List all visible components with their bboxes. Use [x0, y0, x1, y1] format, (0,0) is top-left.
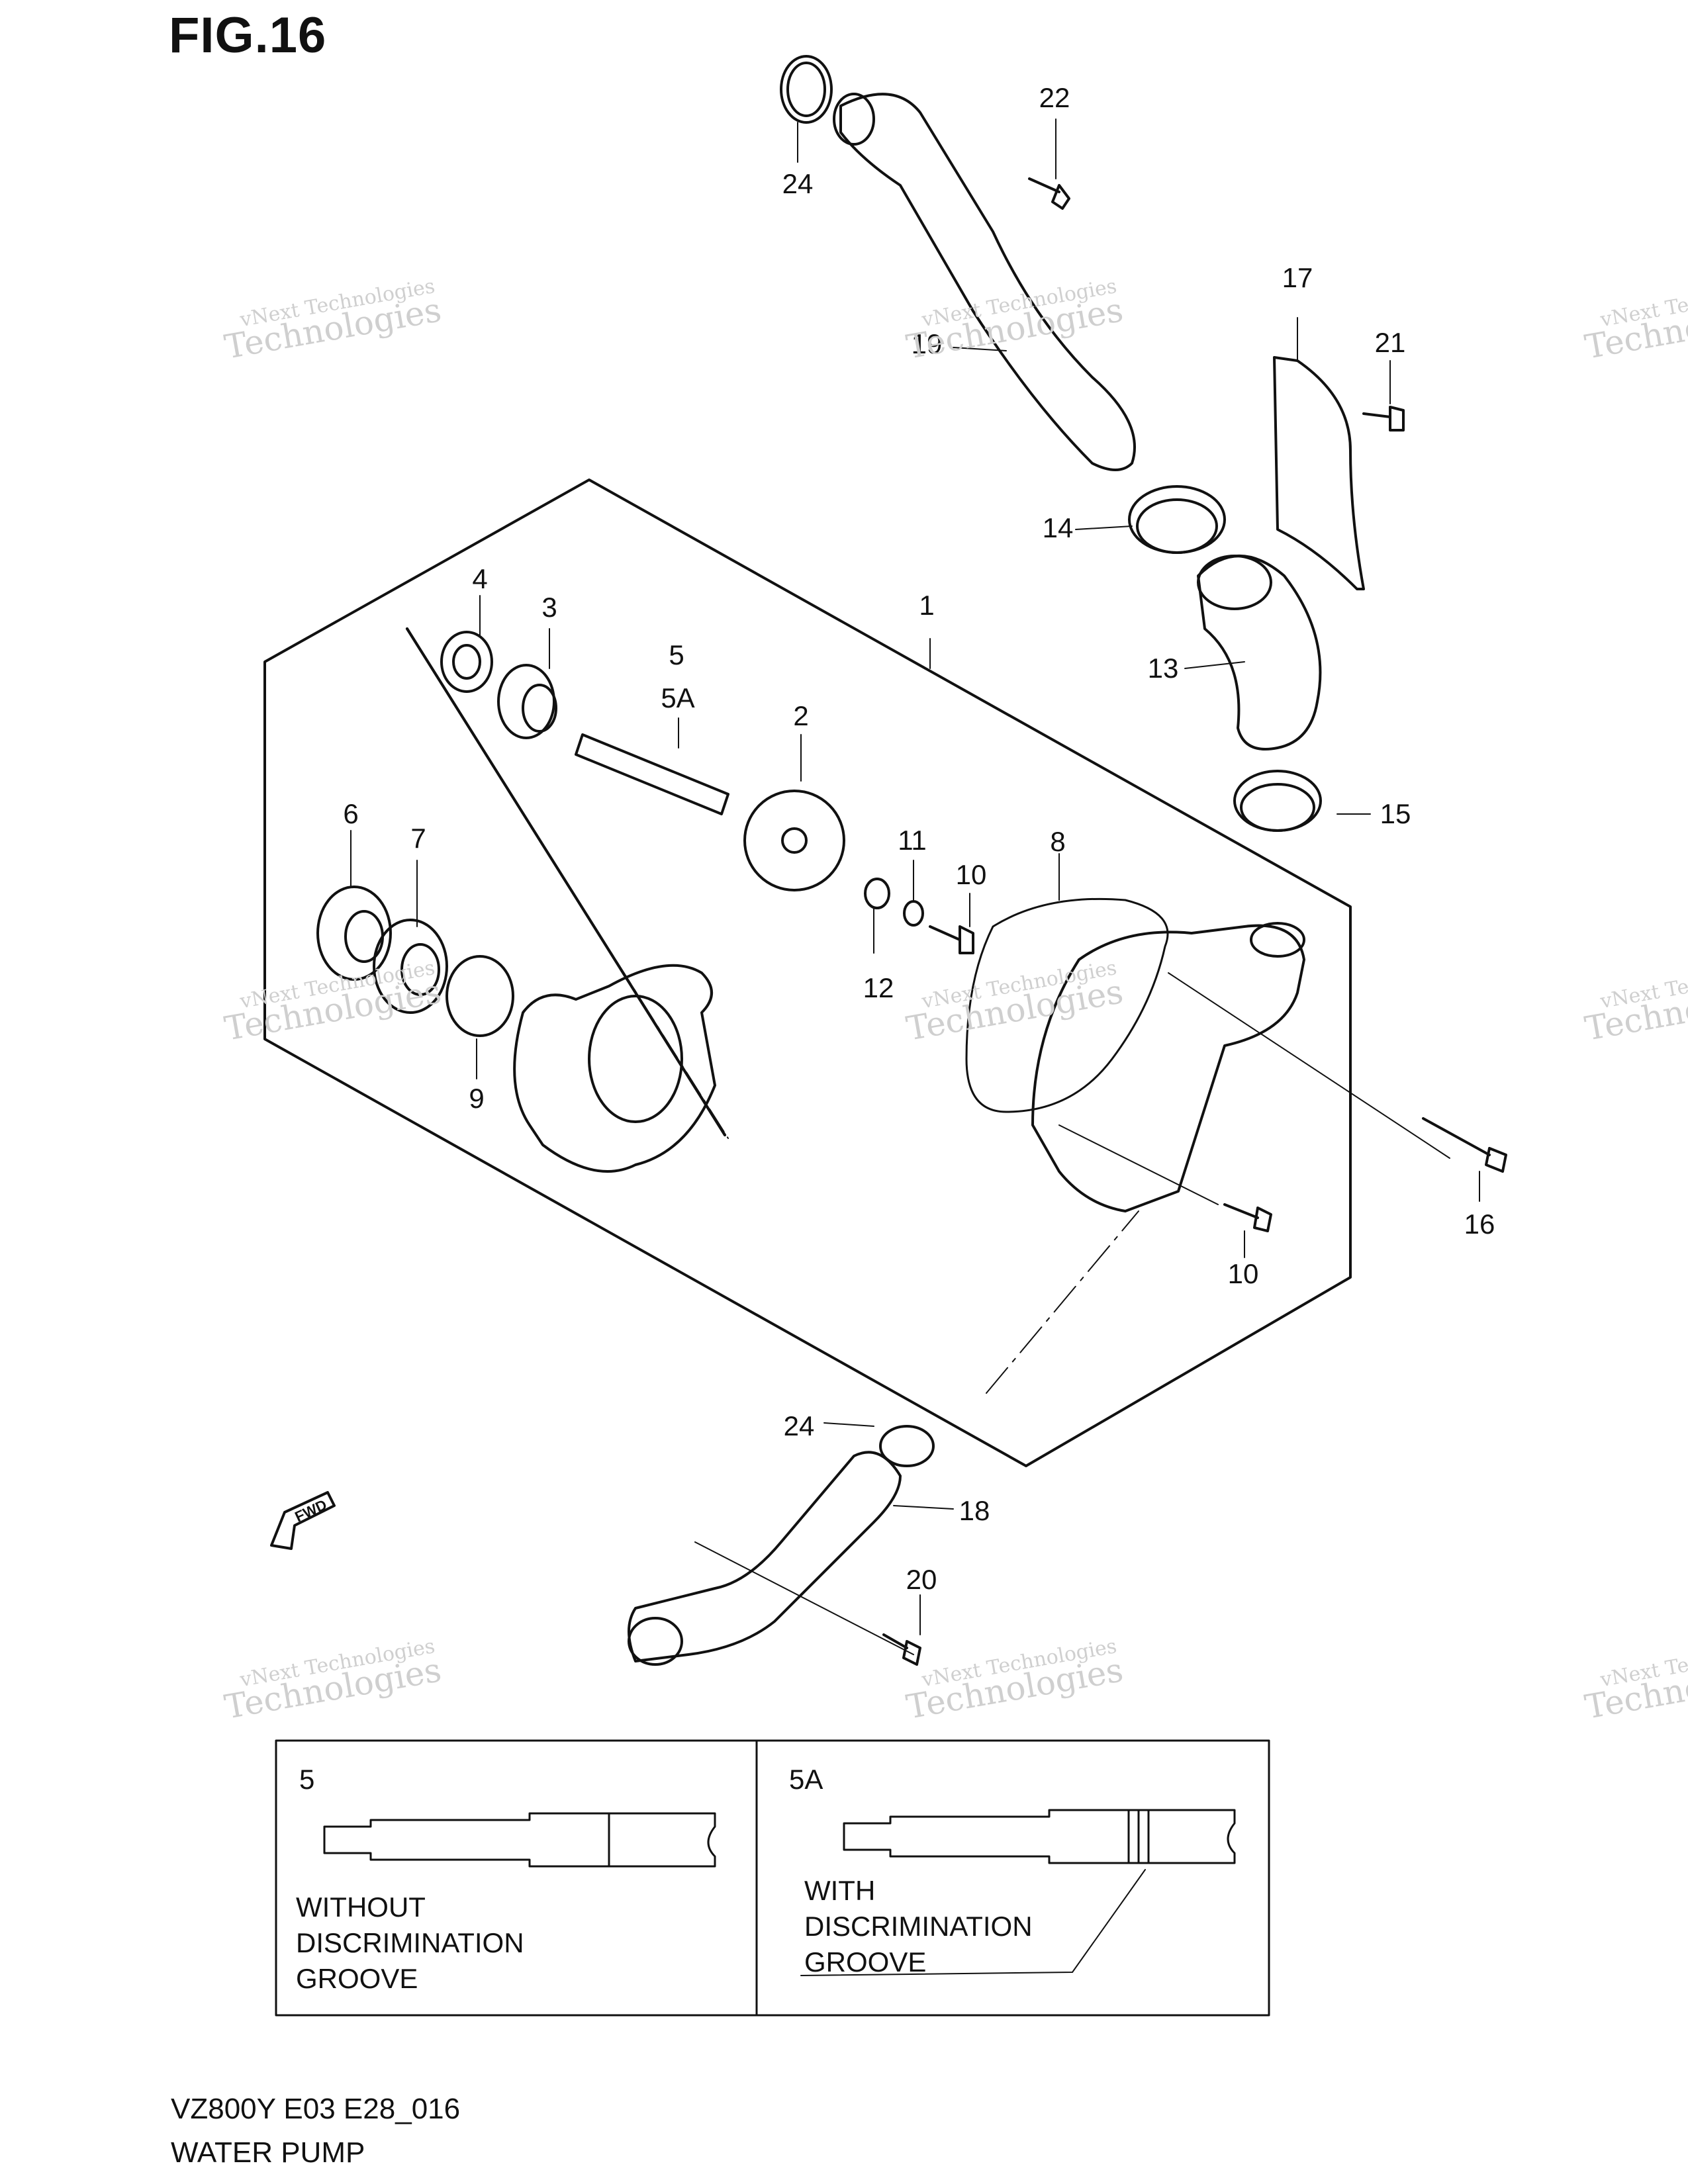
callout-5: 5 [669, 639, 684, 670]
callout-2: 2 [793, 700, 809, 731]
part-12-washer [903, 900, 924, 927]
inset-right-description: WITH DISCRIMINATION GROOVE [804, 1875, 1033, 1978]
part-23-bolt [1028, 177, 1070, 210]
part-20-hose [839, 93, 1136, 471]
shaft-5-drawing [323, 1812, 716, 1868]
part-3-seal [497, 664, 555, 739]
callout-20: 19 [911, 328, 943, 359]
part-17-bolt [1422, 1117, 1507, 1173]
pump-body-left [513, 964, 716, 1173]
part-11-bolt [929, 925, 974, 954]
callout-19: 18 [959, 1495, 990, 1526]
part-2-impeller [743, 790, 845, 891]
part-22-bolt [1362, 406, 1405, 432]
callout-9: 9 [469, 1083, 485, 1114]
callout-23: 22 [1039, 82, 1070, 113]
part-13-washer [864, 878, 890, 909]
callout-24-top: 24 [782, 168, 814, 199]
part-14-hose [1197, 555, 1322, 751]
callout-24-lower: 24 [783, 1410, 815, 1441]
pump-cover-right [1031, 924, 1305, 1212]
part-10-screw [1223, 1203, 1272, 1232]
part-9-oring [445, 955, 514, 1037]
part-24-top [780, 55, 833, 124]
part-6-bearing [316, 886, 392, 981]
figure-title: FIG.16 [169, 7, 327, 64]
callout-22: 21 [1374, 327, 1406, 358]
part-21-bolt [882, 1633, 921, 1666]
callout-13: 12 [863, 972, 894, 1003]
callout-15: 14 [1042, 512, 1074, 543]
part-15-clamp [1128, 485, 1226, 554]
inset-left-description: WITHOUT DISCRIMINATION GROOVE [296, 1891, 524, 1994]
shaft-5a-drawing [843, 1809, 1236, 1864]
callout-4: 4 [472, 563, 488, 594]
callout-8: 8 [1050, 826, 1066, 857]
model-code: VZ800Y E03 E28_016 [171, 2093, 461, 2125]
assembly-outline [263, 478, 1352, 1467]
callout-17: 16 [1464, 1208, 1495, 1240]
part-5-shaft [575, 733, 729, 815]
callout-10: 10 [1227, 1258, 1259, 1289]
part-name: WATER PUMP [171, 2136, 365, 2169]
inset-frame [275, 1739, 1270, 2017]
inset-left-label: 5 [299, 1764, 315, 1795]
callout-12: 11 [898, 825, 927, 856]
callout-18: 17 [1282, 262, 1313, 293]
inset-right-label: 5A [789, 1764, 823, 1795]
part-4-seal [440, 631, 493, 693]
part-24-lower [879, 1425, 935, 1467]
callout-1: 1 [919, 590, 935, 621]
callout-3: 3 [541, 592, 557, 623]
callout-21: 20 [906, 1564, 937, 1595]
part-19-pipe [628, 1451, 902, 1662]
callout-7: 7 [410, 823, 426, 854]
callout-14: 13 [1147, 653, 1179, 684]
callout-11: 10 [955, 859, 987, 890]
callout-5a: 5A [661, 682, 695, 713]
part-8-gasket [965, 897, 1169, 1113]
part-7-bearing [373, 919, 448, 1014]
part-18-cover [1273, 356, 1365, 590]
fwd-arrow-outline [270, 1491, 336, 1550]
callout-16: 15 [1380, 798, 1411, 829]
callout-6: 6 [343, 798, 359, 829]
